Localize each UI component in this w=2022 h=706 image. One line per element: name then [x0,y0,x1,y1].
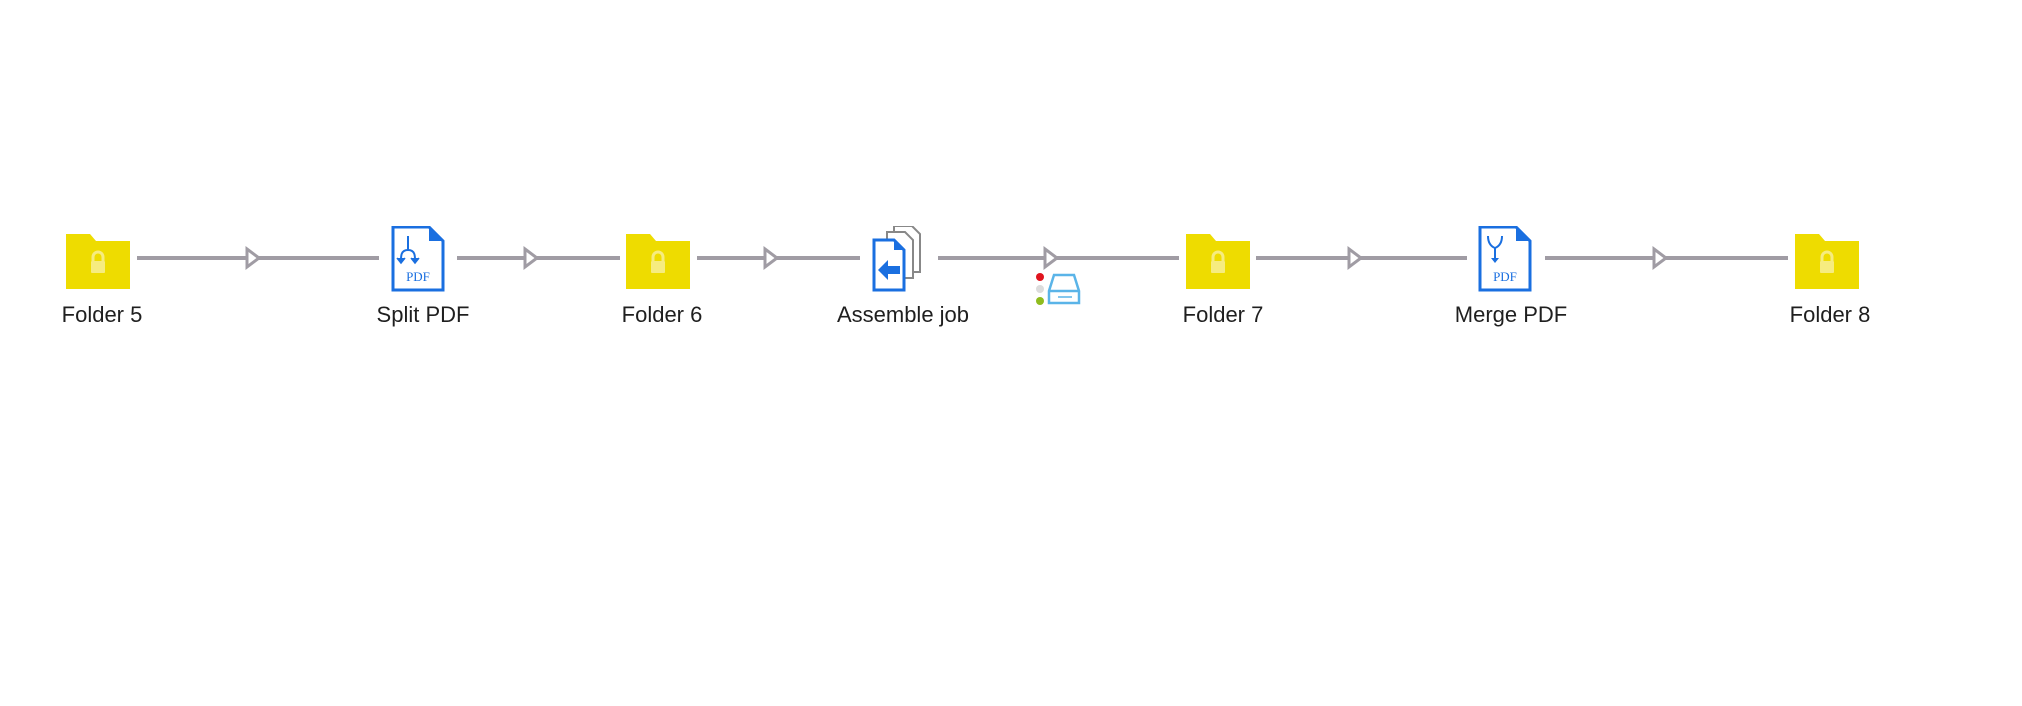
node-label: Folder 5 [61,302,143,327]
connector-folder6-assemble[interactable] [697,246,860,270]
node-folder-6[interactable] [623,226,693,292]
assemble-job-icon [872,226,921,292]
merge-pdf-icon: PDF [1478,226,1532,292]
arrow-icon [1043,246,1060,270]
locked-folder-icon [66,234,130,289]
split-pdf-icon: PDF [391,226,445,292]
node-label: Folder 7 [1182,302,1264,327]
node-assemble-job[interactable] [862,226,932,292]
svg-text:PDF: PDF [406,269,430,284]
status-light-red [1036,273,1044,281]
arrow-icon [1652,246,1669,270]
node-folder-5[interactable] [63,226,133,292]
node-label: Split PDF [376,302,470,327]
node-label: Assemble job [836,302,970,327]
arrow-icon [763,246,780,270]
connector-folder5-split[interactable] [137,246,379,270]
node-label: Merge PDF [1454,302,1568,327]
connector-folder7-merge[interactable] [1256,246,1467,270]
node-label: Folder 8 [1789,302,1871,327]
locked-folder-icon [1186,234,1250,289]
svg-text:PDF: PDF [1493,269,1517,284]
node-merge-pdf[interactable]: PDF [1470,226,1540,292]
connector-assemble-folder7[interactable] [938,246,1179,270]
arrow-icon [1347,246,1364,270]
node-split-pdf[interactable]: PDF [383,226,453,292]
node-folder-8[interactable] [1792,226,1862,292]
locked-folder-icon [626,234,690,289]
locked-folder-icon [1795,234,1859,289]
status-light-off [1036,285,1044,293]
arrow-icon [523,246,540,270]
connector-merge-folder8[interactable] [1545,246,1788,270]
node-folder-7[interactable] [1183,226,1253,292]
connection-status[interactable] [1036,273,1081,305]
arrow-icon [245,246,262,270]
node-label: Folder 6 [621,302,703,327]
connector-split-folder6[interactable] [457,246,620,270]
status-light-green [1036,297,1044,305]
drive-icon [1047,273,1081,305]
